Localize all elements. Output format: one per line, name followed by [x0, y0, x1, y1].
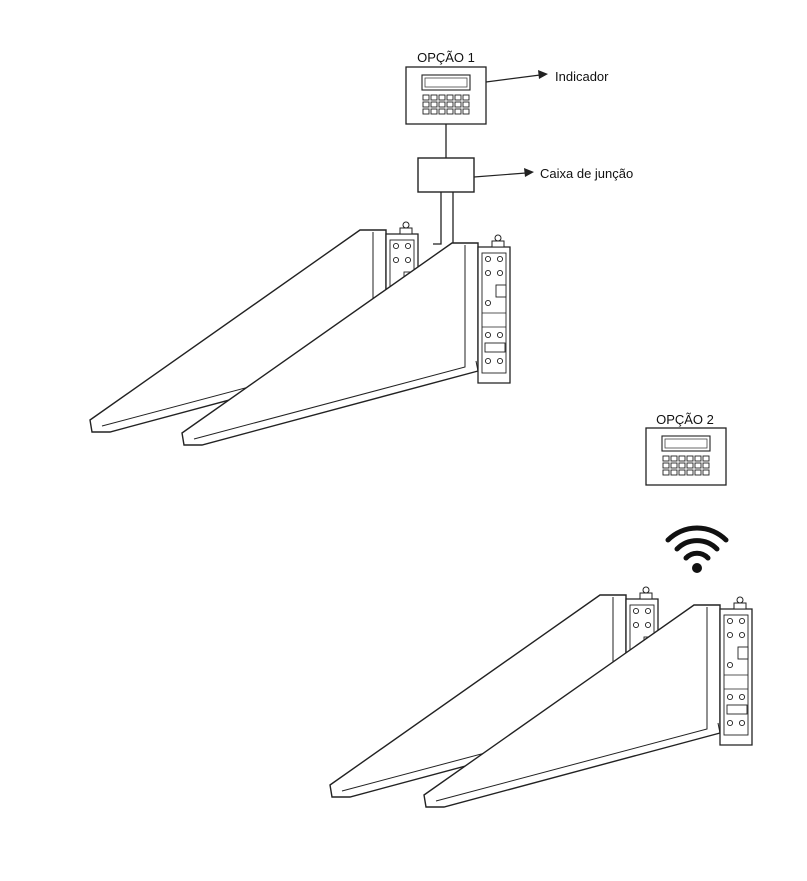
indicator-device-option1	[405, 66, 487, 125]
junction-arrowhead	[524, 168, 534, 177]
junction-label: Caixa de junção	[540, 166, 633, 181]
indicator-arrowhead	[538, 70, 548, 79]
indicator-device-option2	[645, 427, 727, 486]
indicator-label: Indicador	[555, 69, 609, 84]
junction-box	[417, 157, 475, 193]
indicator-pointer-line	[485, 74, 541, 83]
wifi-icon	[665, 525, 729, 573]
option2-title: OPÇÃO 2	[656, 412, 714, 427]
option1-title: OPÇÃO 1	[417, 50, 475, 65]
left-fork-cable	[433, 192, 442, 245]
junction-pointer-line	[473, 172, 527, 178]
